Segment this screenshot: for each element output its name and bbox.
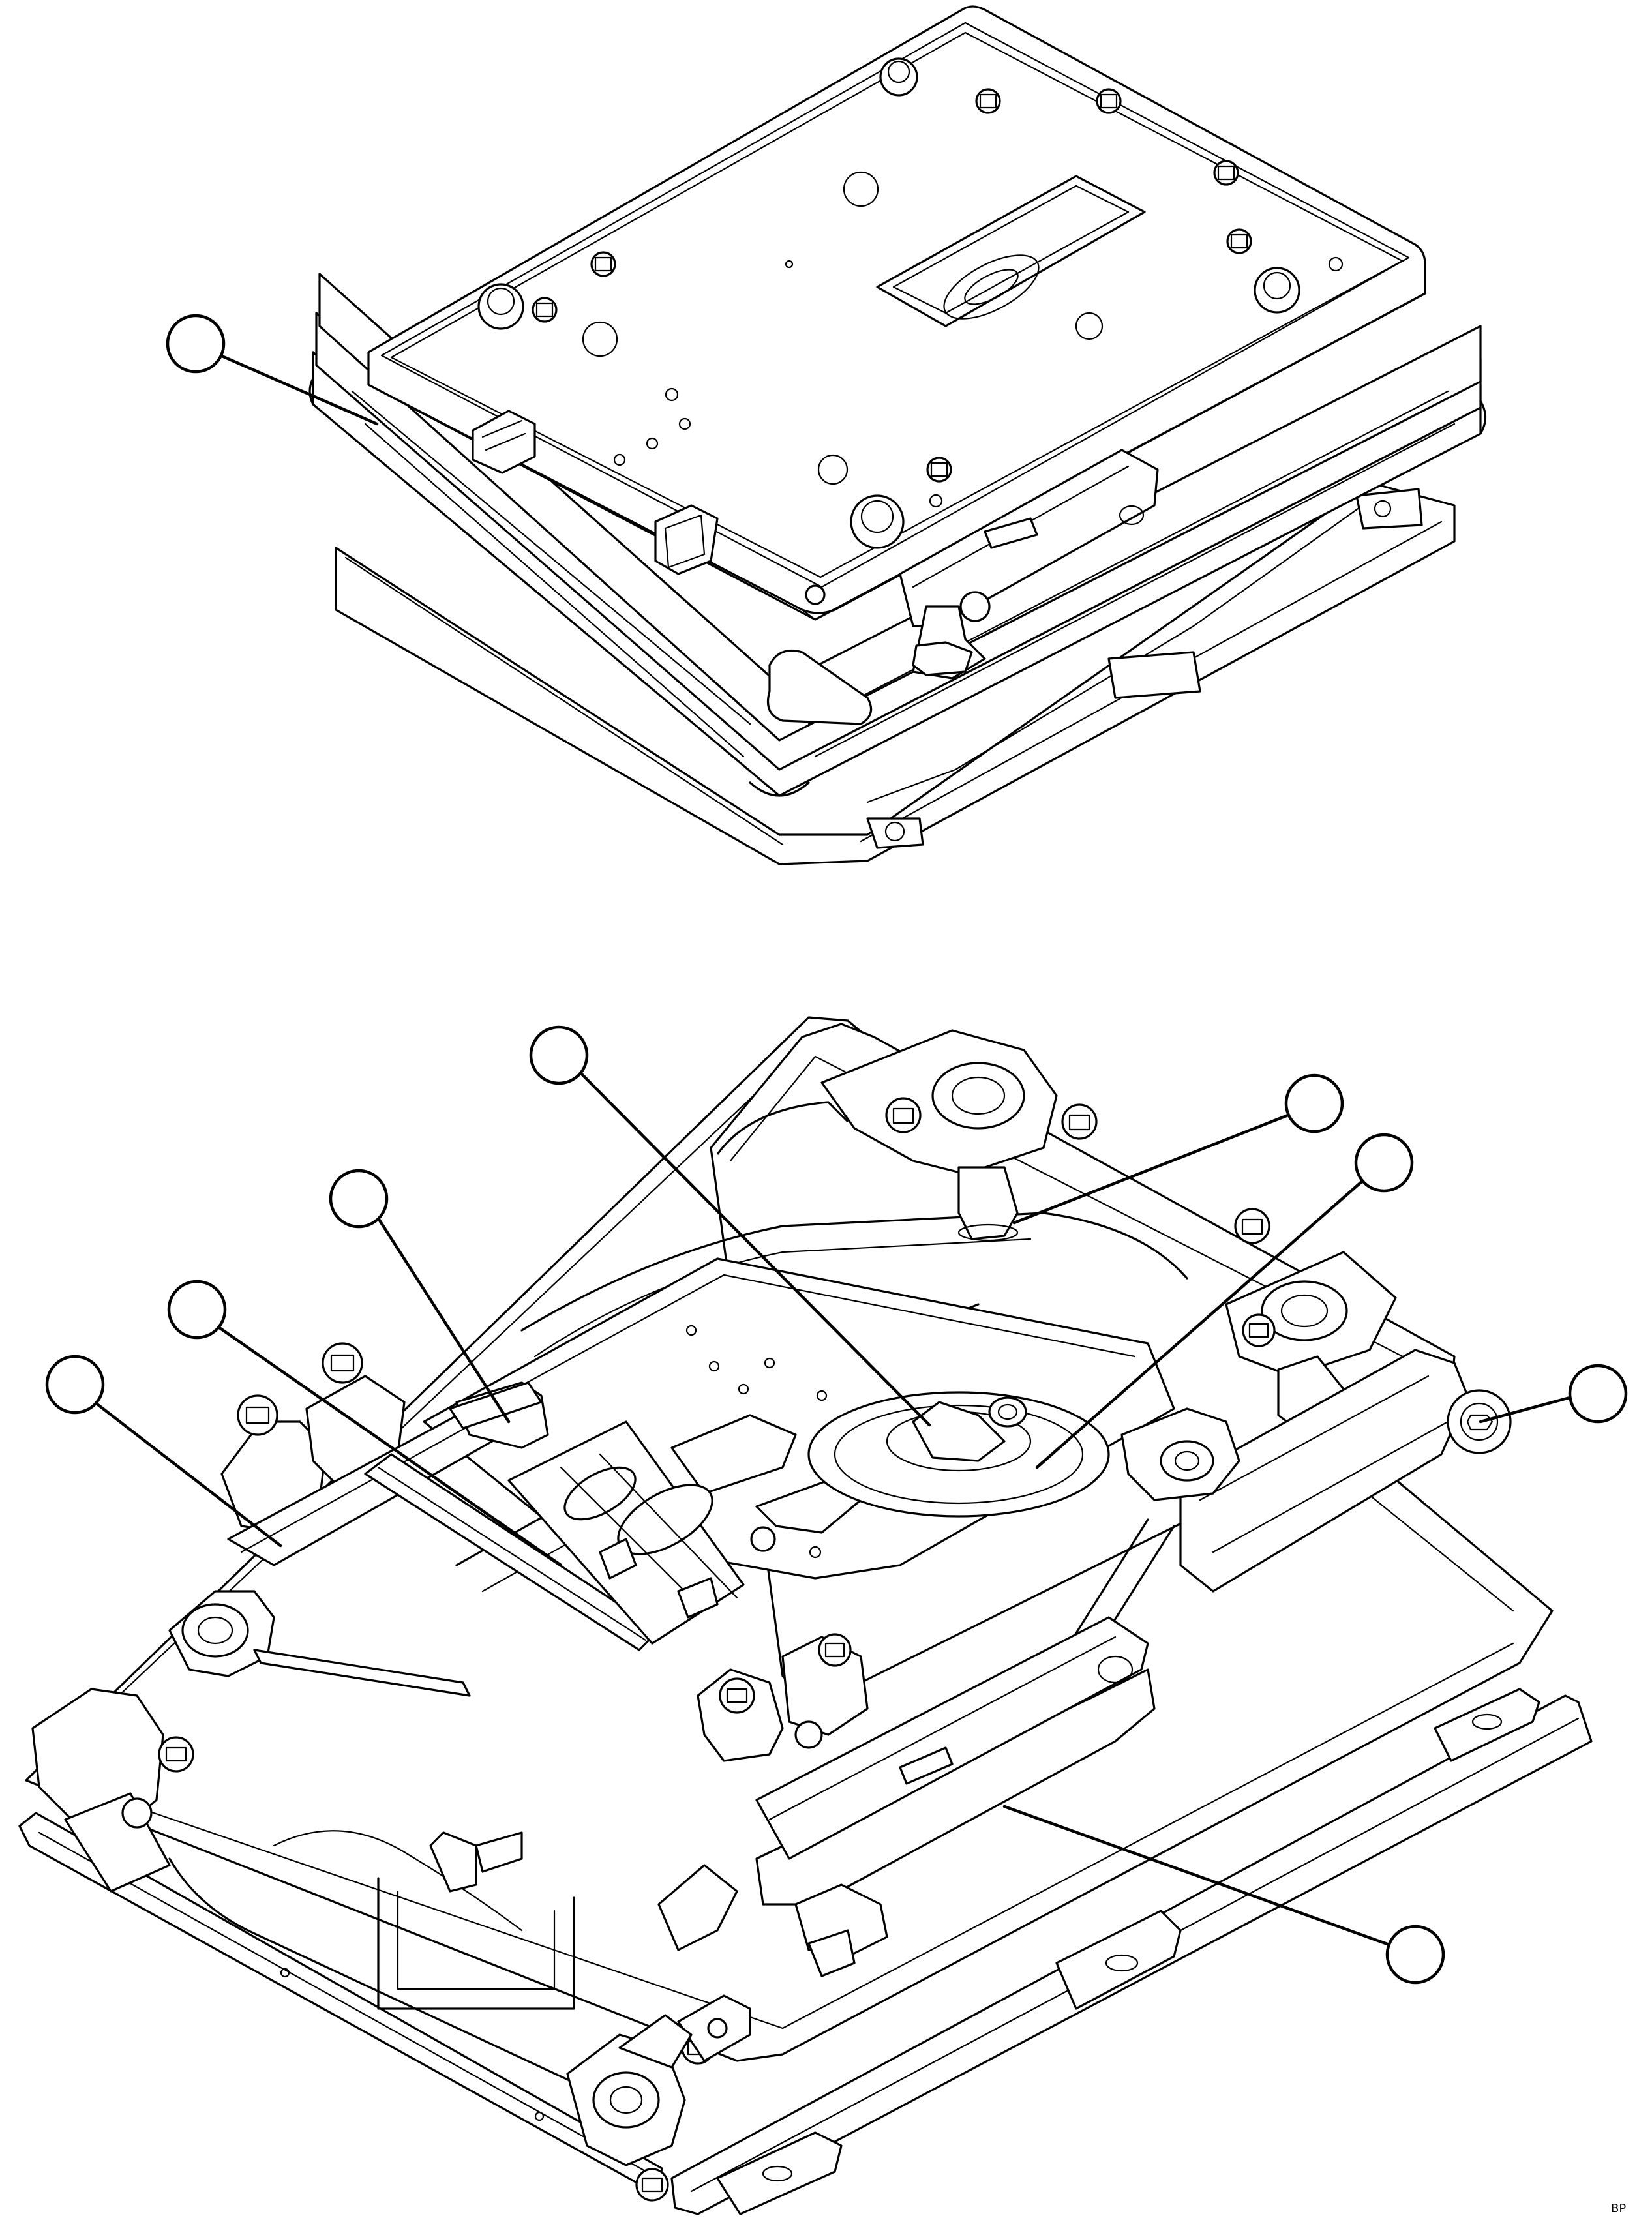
callout-marker-8 [1568, 1364, 1628, 1424]
height-adjust-handle [899, 449, 1159, 680]
top-mounting-plate [367, 5, 1426, 621]
tie-bar [377, 1381, 575, 2010]
lower-view-scissor-mechanism [18, 1016, 1593, 2215]
gas-spring-cylinder [364, 1420, 745, 1651]
callout-marker-2 [529, 1025, 589, 1085]
callout-marker-3 [1284, 1073, 1344, 1133]
callout-marker-6 [167, 1280, 227, 1340]
corner-mark: BP [1611, 2202, 1626, 2215]
upper-callout [166, 314, 379, 426]
bellows [308, 273, 1487, 797]
left-linkage [31, 1342, 517, 1893]
slide-rail-right [670, 1688, 1593, 2215]
callout-marker-9 [1385, 1925, 1445, 1985]
front-hinge-and-bolts [566, 1864, 751, 2202]
callout-marker-5 [329, 1169, 389, 1229]
callout-marker-4 [1354, 1133, 1414, 1193]
lower-callouts [45, 1025, 1628, 1985]
top-plate-bolts [477, 57, 1344, 605]
front-crossmember-and-handle [755, 1616, 1156, 1977]
callout-marker-1 [166, 314, 226, 374]
upper-view-seat-suspension [308, 5, 1487, 865]
upper-mounting-bracket [820, 1029, 1397, 1436]
base-rail-frame [335, 481, 1456, 865]
callout-marker-7 [45, 1355, 105, 1415]
